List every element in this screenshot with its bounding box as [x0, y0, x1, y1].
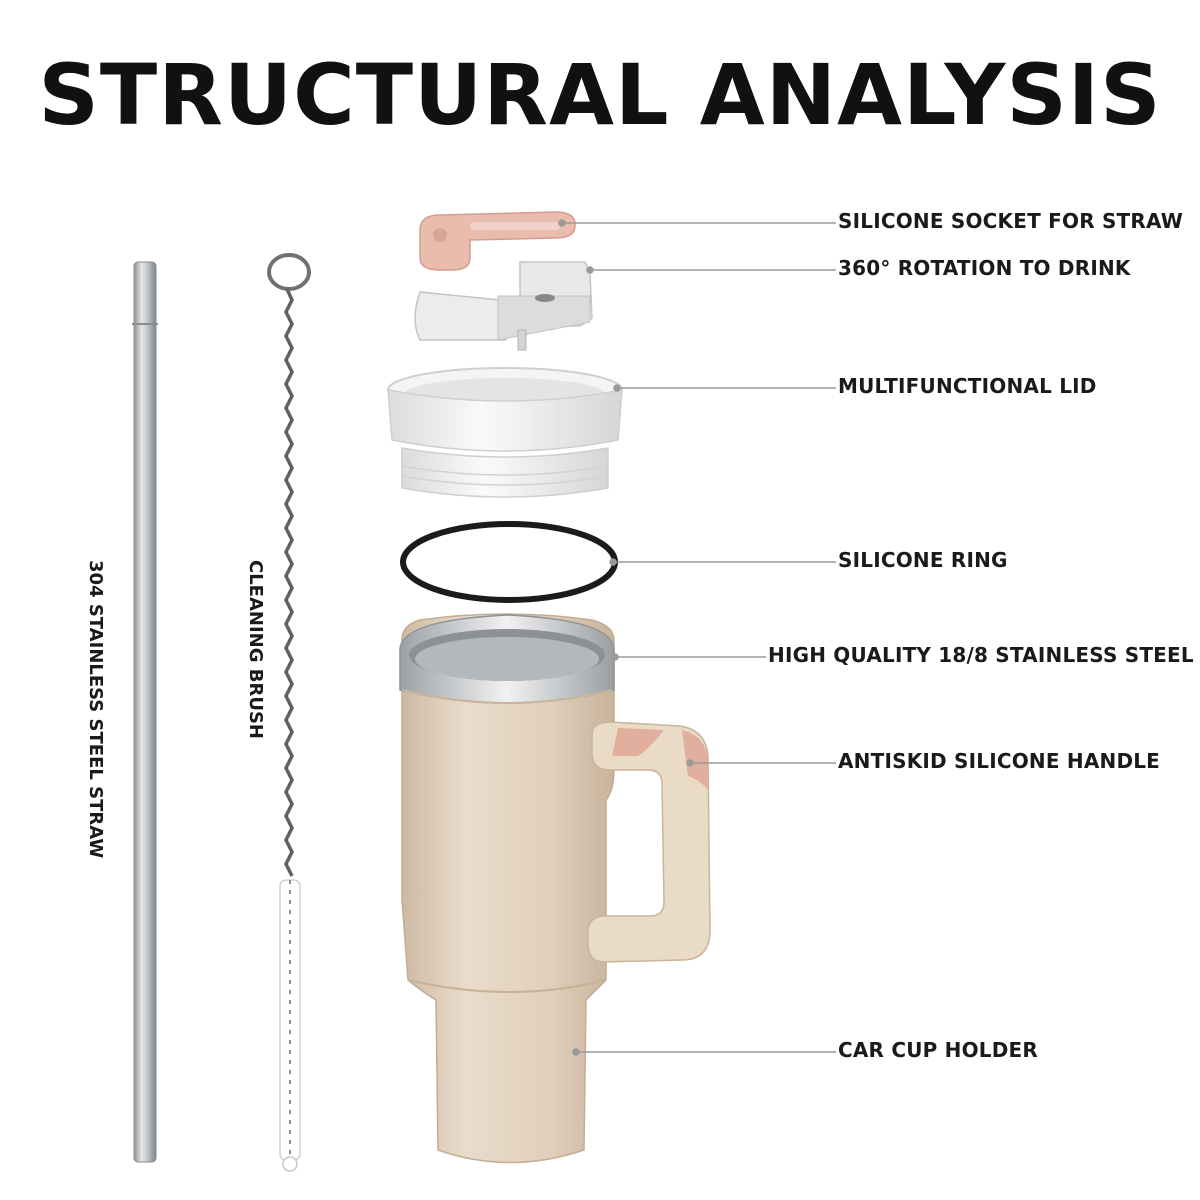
steel-straw: [132, 261, 158, 1163]
callout-stainless-steel: HIGH QUALITY 18/8 STAINLESS STEEL: [768, 643, 1194, 667]
callout-silicone-socket: SILICONE SOCKET FOR STRAW: [838, 209, 1184, 233]
page-title: STRUCTURAL ANALYSIS: [38, 46, 1162, 144]
callout-multifunctional-lid: MULTIFUNCTIONAL LID: [838, 374, 1097, 398]
tumbler-cup: [399, 613, 711, 1164]
multifunctional-lid: [387, 367, 623, 498]
silicone-ring: [400, 521, 618, 603]
straw-label: 304 STAINLESS STEEL STRAW: [85, 560, 106, 859]
callout-car-cup-holder: CAR CUP HOLDER: [838, 1038, 1039, 1062]
cleaning-brush: [267, 253, 311, 1172]
rotation-port: [414, 261, 593, 351]
brush-label: CLEANING BRUSH: [245, 560, 266, 739]
callout-rotation: 360° ROTATION TO DRINK: [838, 256, 1131, 280]
callout-silicone-ring: SILICONE RING: [838, 548, 1008, 572]
leader-lines: [558, 219, 836, 1056]
silicone-socket: [419, 211, 576, 271]
callout-antiskid-handle: ANTISKID SILICONE HANDLE: [838, 749, 1161, 773]
